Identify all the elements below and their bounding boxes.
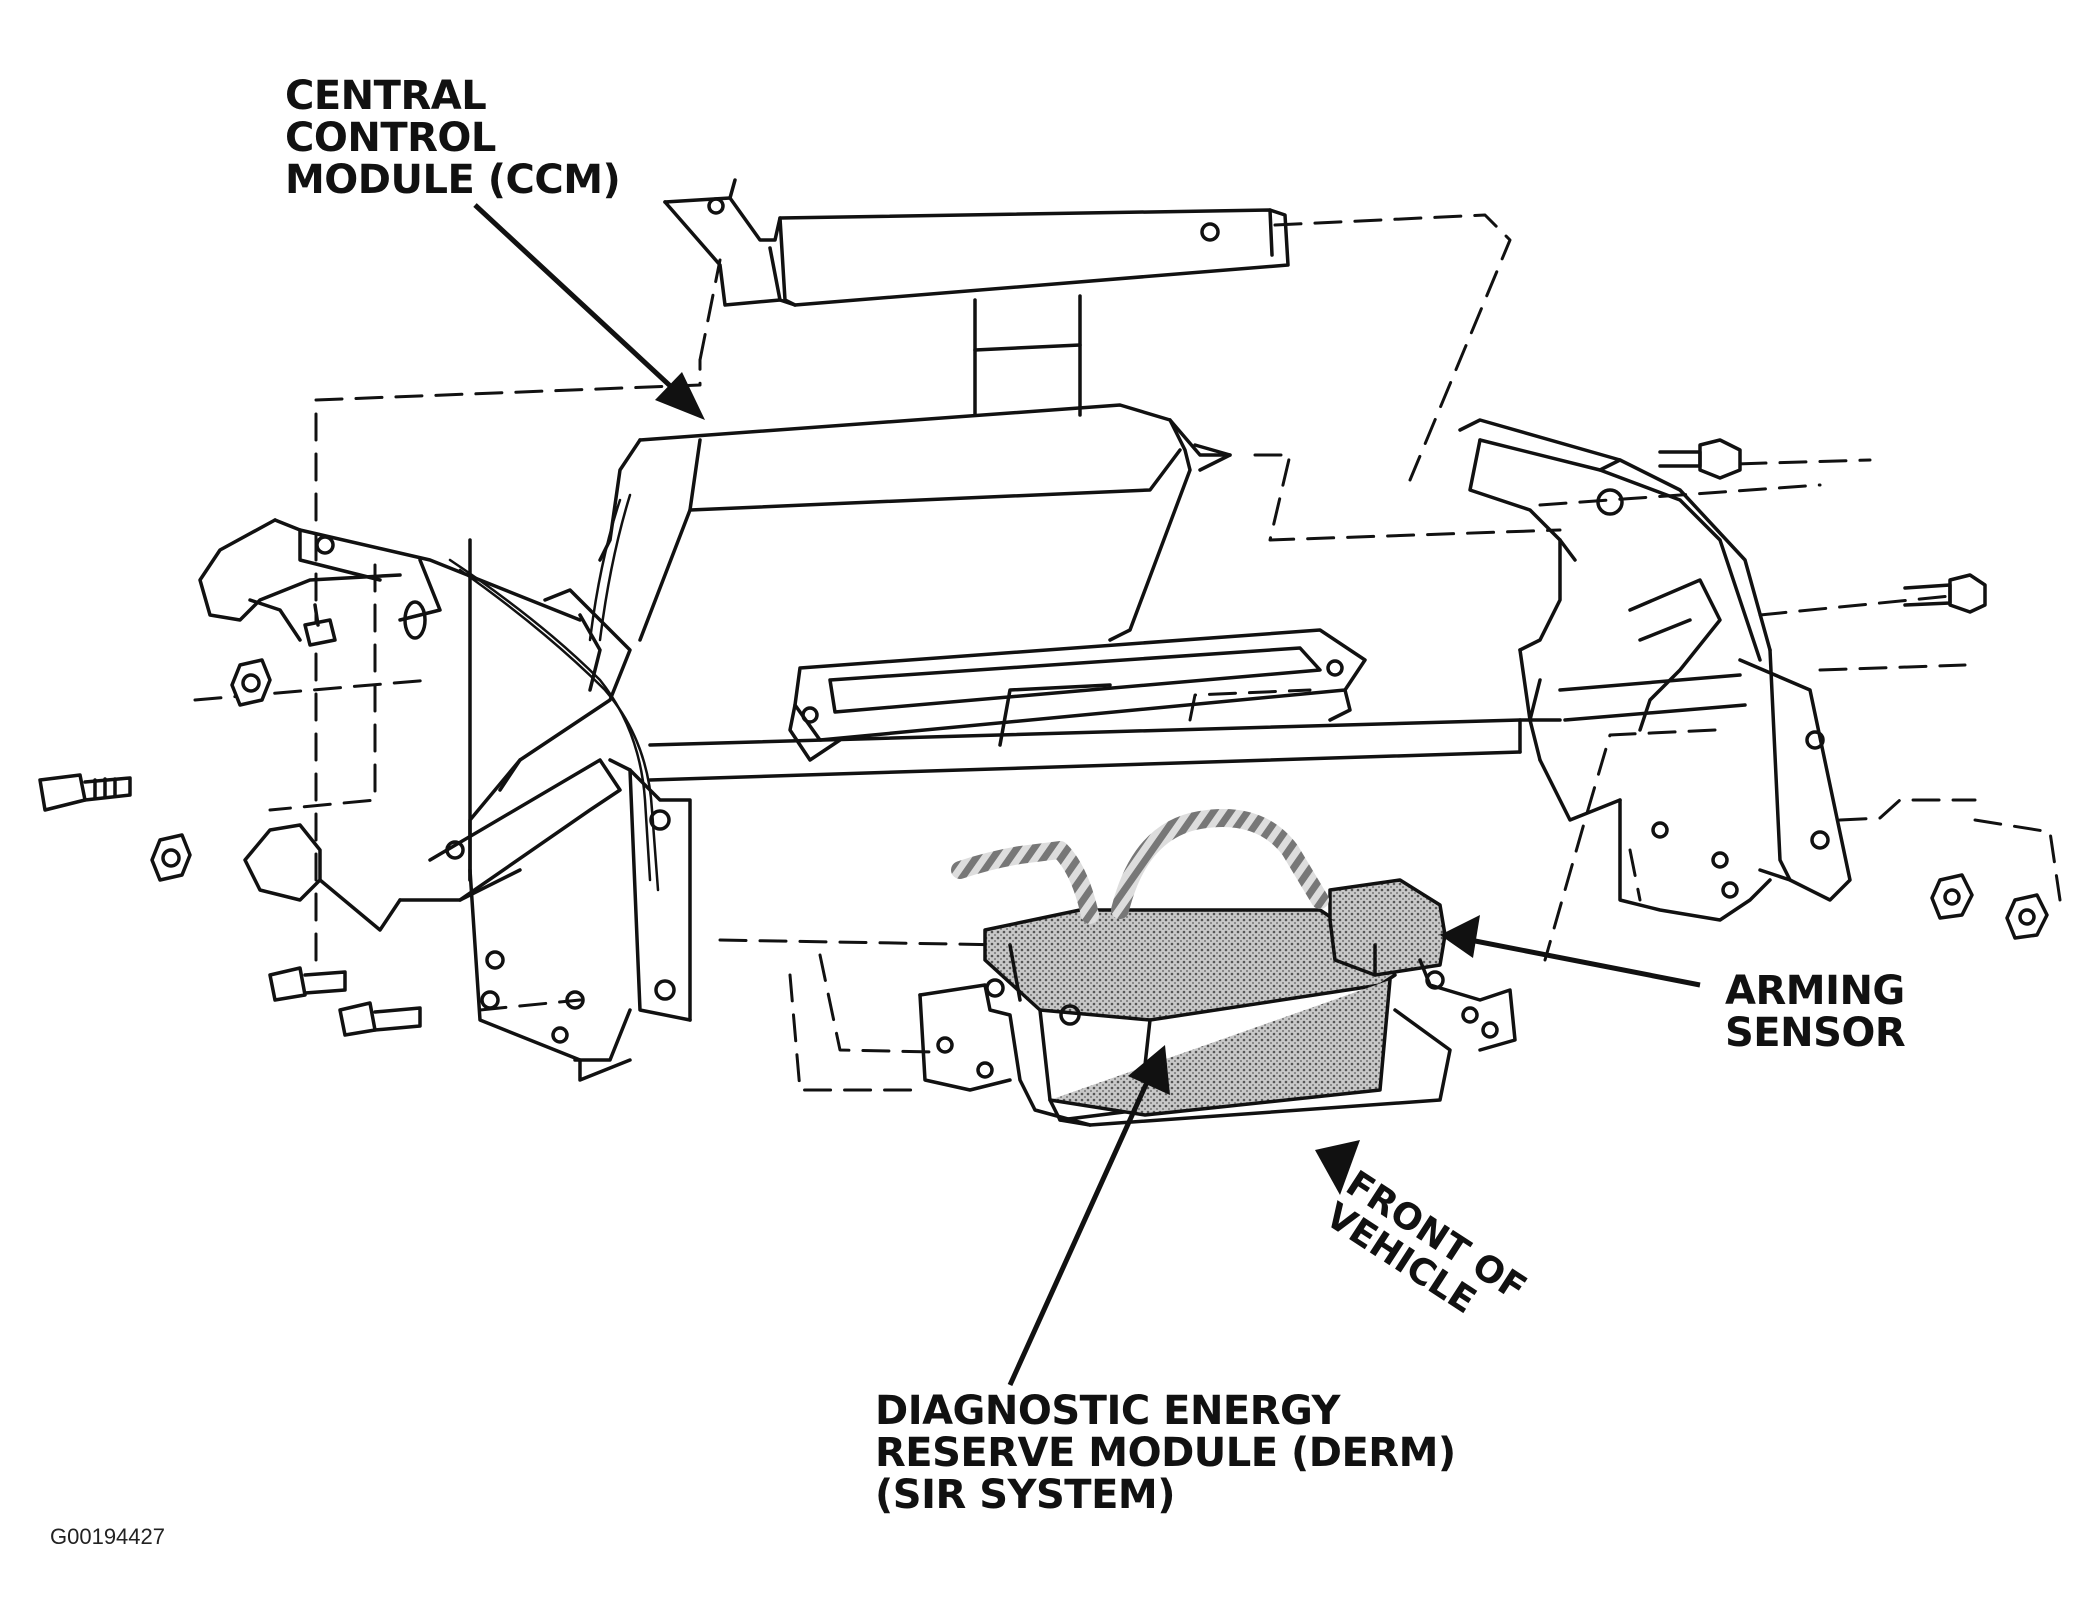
dashed-guide-lines: [193, 213, 2062, 1092]
harness-cable: [448, 493, 660, 892]
fastener-bolt-top-left: [303, 603, 337, 647]
arming-label-line-1: ARMING: [1725, 968, 1905, 1014]
left-mounting-bracket: [198, 518, 692, 1082]
right-mounting-bracket: [1458, 418, 1852, 922]
fastener-nut-left-upper: [230, 658, 272, 707]
fastener-bolt-top-right: [1658, 438, 1742, 480]
derm-label: DIAGNOSTIC ENERGY RESERVE MODULE (DERM) …: [875, 1390, 1456, 1516]
ccm-label-line-1: CENTRAL: [285, 73, 487, 119]
ccm-label-line-2: CONTROL: [285, 115, 496, 161]
central-control-module: [598, 403, 1232, 642]
leader-arrows: [473, 203, 1701, 1387]
derm-mounting-plate: [918, 983, 1092, 1127]
arming-sensor: [1328, 878, 1517, 1052]
derm-label-line-2: RESERVE MODULE (DERM): [875, 1430, 1456, 1476]
channel-bracket: [788, 628, 1367, 762]
derm-harness: [951, 809, 1329, 924]
fastener-bolt-left-lower-2: [338, 1001, 422, 1037]
derm-label-line-1: DIAGNOSTIC ENERGY: [875, 1388, 1340, 1434]
ccm-label: CENTRAL CONTROL MODULE (CCM): [285, 73, 621, 203]
top-tray-bracket: [663, 178, 1290, 417]
ccm-label-line-3: MODULE (CCM): [285, 157, 621, 203]
fastener-nut-left-lower: [150, 833, 192, 882]
fastener-bolt-right-mid: [1903, 573, 1987, 614]
arming-label-line-2: SENSOR: [1725, 1010, 1906, 1056]
fastener-bolt-left: [38, 773, 132, 812]
arming-sensor-label: ARMING SENSOR: [1725, 968, 1906, 1056]
fastener-nut-right-lower: [1930, 873, 1974, 920]
derm-label-line-3: (SIR SYSTEM): [875, 1472, 1175, 1518]
cross-rail: [648, 673, 1747, 782]
figure-id: G00194427: [50, 1524, 165, 1549]
fastener-bolt-left-lower-1: [268, 966, 347, 1002]
fastener-nut-right-far: [2005, 893, 2049, 940]
